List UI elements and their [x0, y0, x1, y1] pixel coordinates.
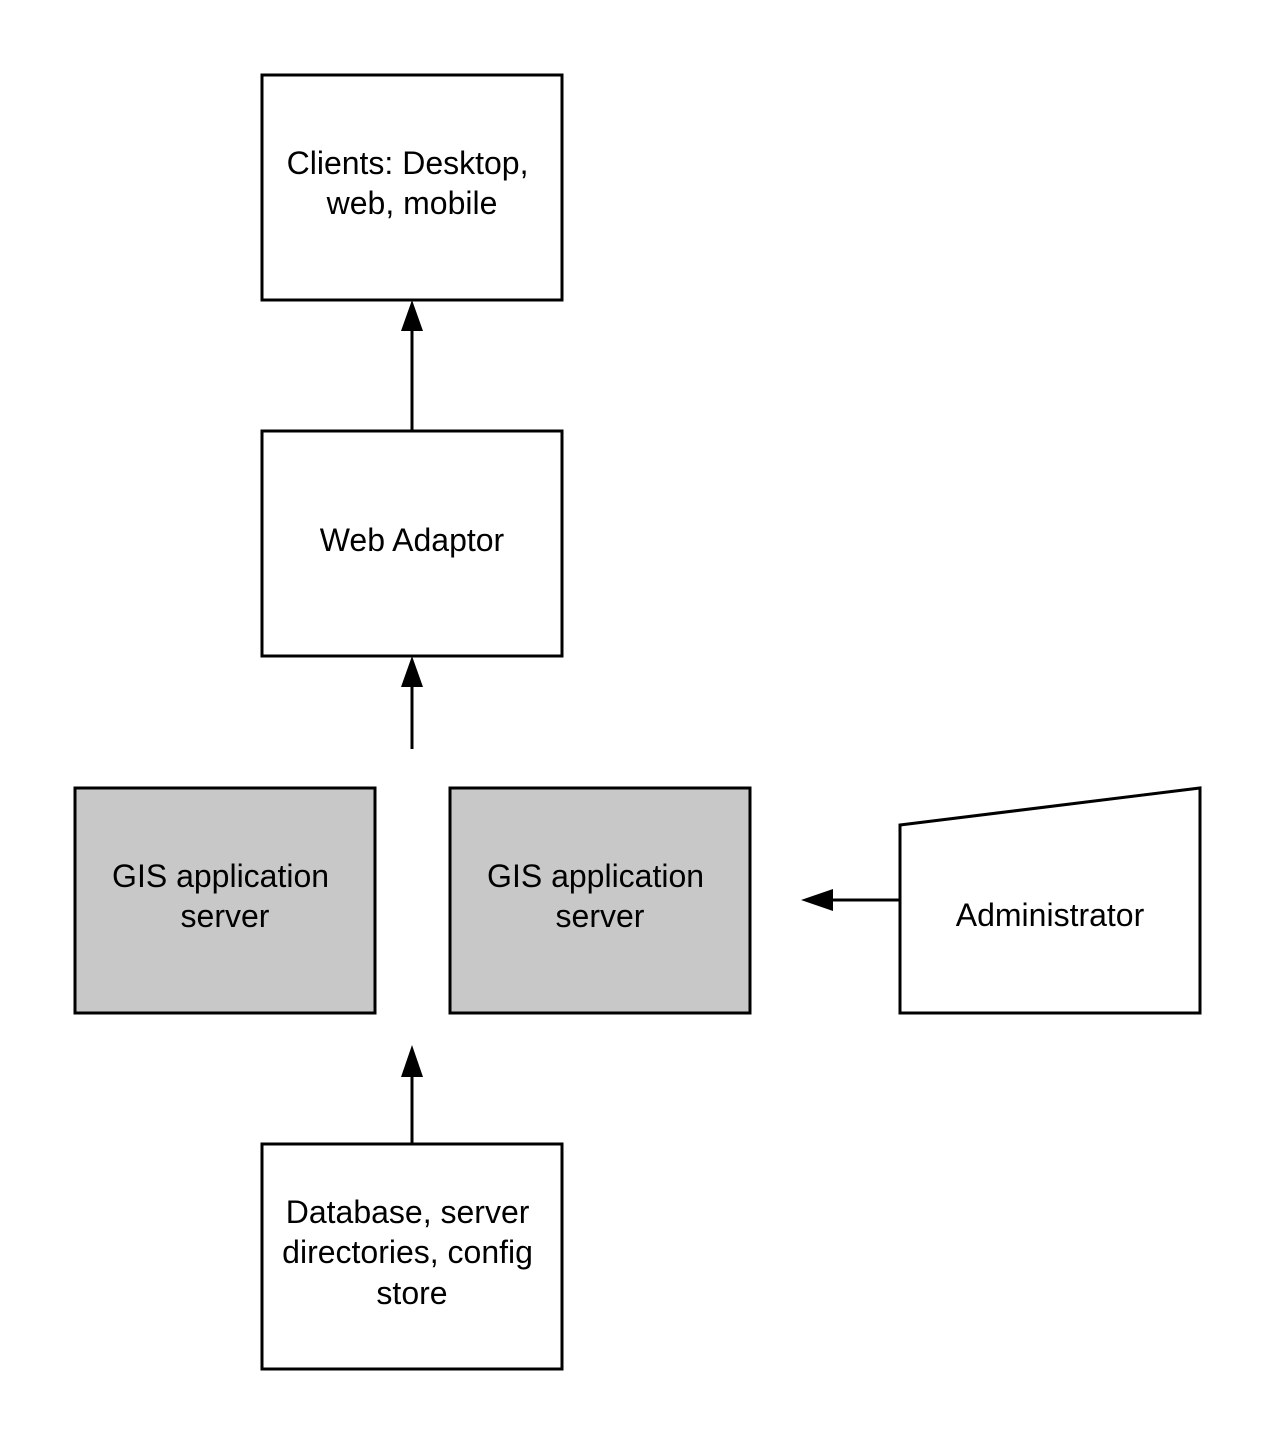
edge-gis-servers-to-web-adaptor: [401, 656, 423, 749]
administrator-shape: [898, 786, 1202, 1015]
gis-server-right-label-line: server: [556, 898, 645, 934]
database-node: Database, server directories, config sto…: [260, 1142, 564, 1371]
gis-server-left-label: GIS application server: [112, 858, 338, 934]
web-adaptor-box: [260, 429, 564, 658]
arrowhead-up: [401, 656, 423, 687]
clients-node: Clients: Desktop, web, mobile: [260, 73, 564, 302]
clients-label-line: web, mobile: [326, 185, 498, 221]
administrator-label-line: Administrator: [956, 897, 1145, 933]
database-box: [260, 1142, 564, 1371]
arrowhead-left: [801, 889, 833, 911]
web-adaptor-node: Web Adaptor: [260, 429, 564, 658]
arrowhead-up: [401, 1045, 423, 1077]
database-label: Database, server directories, config sto…: [282, 1194, 542, 1311]
gis-server-right-label: GIS application server: [487, 858, 713, 934]
administrator-label: Administrator: [956, 897, 1145, 933]
gis-server-right-box: [448, 786, 752, 1015]
clients-box: [260, 73, 564, 302]
clients-label-line: Clients: Desktop,: [287, 145, 529, 181]
gis-server-left-label-line: server: [181, 898, 270, 934]
gis-server-right-label-line: GIS application: [487, 858, 704, 894]
web-adaptor-label-line: Web Adaptor: [320, 522, 505, 558]
clients-label: Clients: Desktop, web, mobile: [287, 145, 538, 221]
edge-administrator-to-gis-server: [801, 889, 899, 911]
gis-server-left-box: [73, 786, 377, 1015]
database-label-line: Database, server: [286, 1194, 530, 1230]
gis-server-right-node: GIS application server: [448, 786, 752, 1015]
database-label-line: directories, config: [282, 1234, 533, 1270]
gis-server-left-label-line: GIS application: [112, 858, 329, 894]
edge-database-to-gis-servers: [401, 1045, 423, 1144]
arrowhead-up: [401, 300, 423, 331]
web-adaptor-label: Web Adaptor: [320, 522, 505, 558]
database-label-line: store: [376, 1275, 447, 1311]
gis-server-left-node: GIS application server: [73, 786, 377, 1015]
edge-web-adaptor-to-clients: [401, 300, 423, 431]
administrator-node: Administrator: [898, 786, 1202, 1015]
